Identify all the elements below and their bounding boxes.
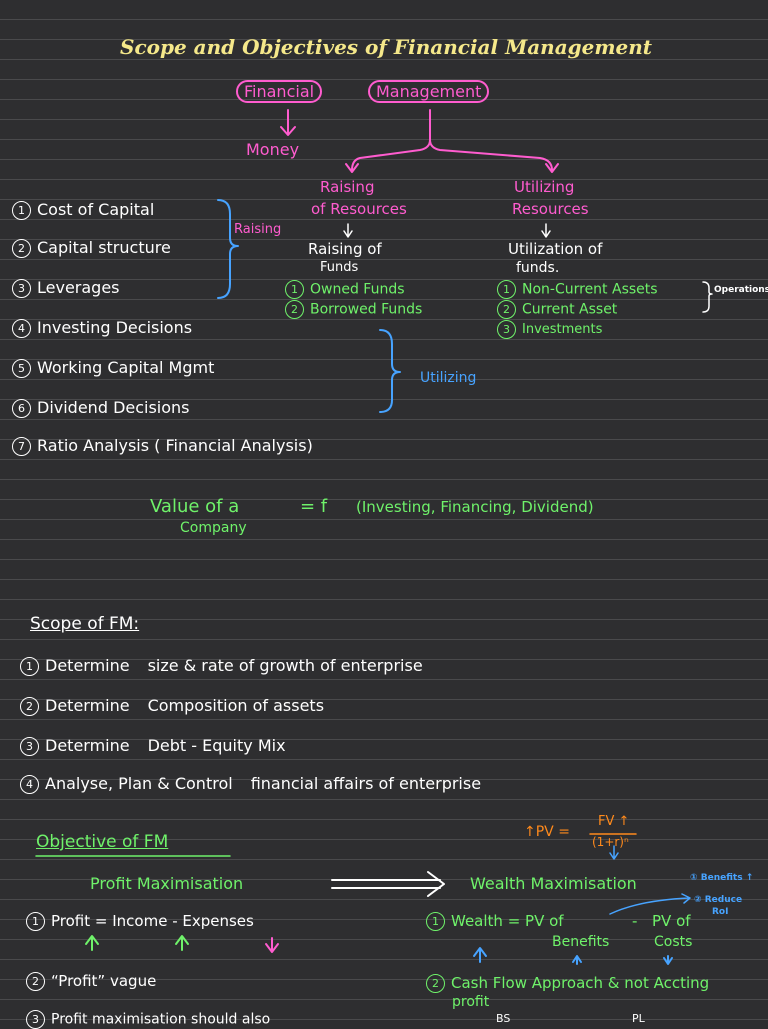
- reduce-note: ② Reduce: [694, 895, 743, 905]
- raising-heading: Raising: [320, 178, 375, 196]
- raising-bracket-label: Raising: [234, 222, 282, 237]
- arrow-down-icon: [343, 223, 353, 238]
- arrow-up-icon: [572, 955, 582, 965]
- arrow-up-icon: [85, 935, 99, 951]
- wealth-max: Wealth Maximisation: [470, 874, 637, 893]
- arrow-down-icon: [541, 223, 551, 238]
- utilizing-heading: Utilizing: [514, 178, 575, 196]
- benefits-note: ① Benefits ↑: [690, 873, 754, 883]
- utilizing-sub: Utilization of: [508, 240, 603, 258]
- utilizing-brace: [379, 329, 401, 413]
- arrow-down-icon: [280, 109, 296, 136]
- raising-sub-2: Funds: [320, 260, 359, 275]
- page-title: Scope and Objectives of Financial Manage…: [120, 35, 653, 59]
- operations-brace: [702, 281, 713, 313]
- arrow-down-icon: [265, 937, 279, 953]
- cash-flow-2: profit: [452, 994, 490, 1010]
- benefit-arrow-icon: [609, 893, 691, 915]
- arrow-up-icon: [175, 935, 189, 951]
- profit-vague: 2“Profit” vague: [26, 972, 156, 991]
- double-arrow-icon: [331, 871, 445, 897]
- wealth-eq-minus: -: [632, 912, 638, 930]
- scope-heading: Scope of FM:: [30, 614, 140, 634]
- objective-heading: Objective of FM: [36, 832, 169, 852]
- pv-label: ↑PV =: [524, 824, 570, 840]
- pv-numerator: FV ↑: [598, 814, 630, 829]
- utilizing-sub-2: funds.: [516, 260, 560, 276]
- reduce-note-2: RoI: [712, 907, 729, 917]
- wealth-eq-2: PV of: [652, 912, 691, 930]
- bs-label: BS: [496, 1012, 511, 1025]
- costs-label: Costs: [654, 934, 693, 950]
- pl-label: PL: [632, 1012, 645, 1025]
- value-formula-eq: = f: [300, 496, 328, 517]
- pv-denominator: (1+r)ⁿ: [592, 835, 629, 849]
- split-arrow-right-icon: [429, 139, 559, 173]
- value-formula-rhs: (Investing, Financing, Dividend): [356, 498, 594, 516]
- raising-heading-2: of Resources: [311, 200, 407, 218]
- profit-max: Profit Maximisation: [90, 874, 244, 893]
- utilizing-heading-2: Resources: [512, 200, 589, 218]
- arrow-up-icon: [473, 947, 487, 963]
- split-arrow-left-icon: [345, 109, 431, 173]
- money-label: Money: [246, 140, 300, 159]
- arrow-down-icon: [609, 845, 619, 860]
- raising-brace: [217, 199, 239, 299]
- value-formula-lhs: Value of a: [150, 496, 240, 517]
- raising-sub: Raising of: [308, 240, 382, 258]
- management-cloud: Management: [368, 80, 490, 103]
- arrow-down-icon: [663, 955, 673, 965]
- value-formula-lhs-2: Company: [180, 520, 247, 536]
- utilizing-bracket-label: Utilizing: [420, 370, 477, 386]
- financial-cloud: Financial: [236, 80, 323, 103]
- operations-label: Operations: [714, 285, 768, 295]
- benefits-label: Benefits: [552, 934, 610, 950]
